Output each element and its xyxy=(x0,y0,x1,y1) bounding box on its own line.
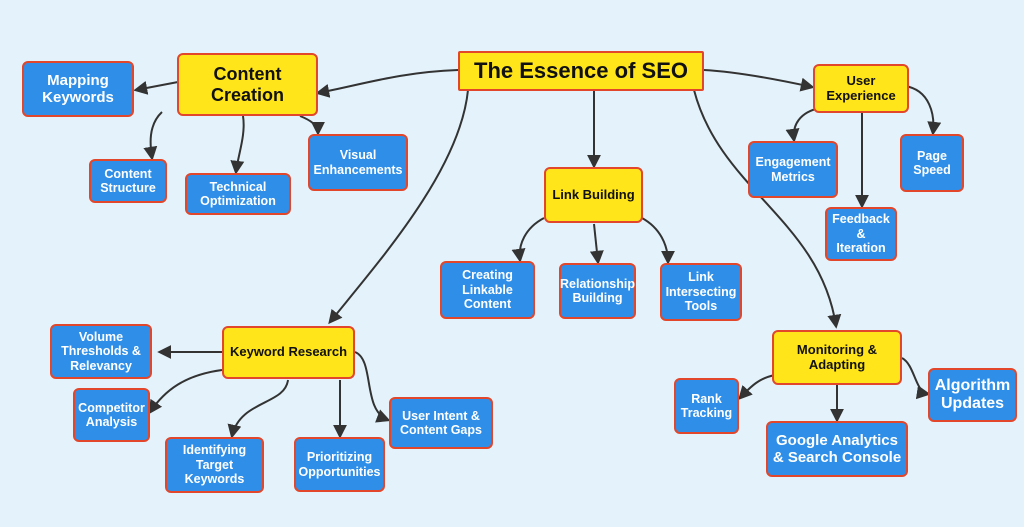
edge-link-tools xyxy=(641,217,675,265)
node-identifying-target-keywords: Identifying Target Keywords xyxy=(165,437,264,493)
node-prioritizing-opportunities: Prioritizing Opportunities xyxy=(294,437,385,492)
node-content-structure: Content Structure xyxy=(89,159,167,203)
node-keyword-research: Keyword Research xyxy=(222,326,355,379)
node-competitor-analysis: Competitor Analysis xyxy=(73,388,150,442)
node-creating-linkable-content: Creating Linkable Content xyxy=(440,261,535,319)
node-monitoring-adapting: Monitoring & Adapting xyxy=(772,330,902,385)
edge-link-creating xyxy=(511,217,545,263)
node-page-speed: Page Speed xyxy=(900,134,964,192)
central-topic: The Essence of SEO xyxy=(458,51,704,91)
node-relationship-building: Relationship Building xyxy=(559,263,636,319)
node-link-intersecting-tools: Link Intersecting Tools xyxy=(660,263,742,321)
node-visual-enhancements: Visual Enhancements xyxy=(308,134,408,191)
node-engagement-metrics: Engagement Metrics xyxy=(748,141,838,198)
node-mapping-keywords: Mapping Keywords xyxy=(22,61,134,117)
edge-mon-rank xyxy=(738,374,776,401)
edge-kr-competitor xyxy=(148,369,223,415)
node-user-experience: User Experience xyxy=(813,64,909,113)
node-google-analytics: Google Analytics & Search Console xyxy=(766,421,908,477)
edge-content-mapping xyxy=(133,81,179,95)
edge-kr-identifying xyxy=(227,379,289,439)
node-content-creation: Content Creation xyxy=(177,53,318,116)
edge-content-technical xyxy=(230,115,245,175)
edge-link-relationship xyxy=(589,223,604,265)
edge-center-keyword-research xyxy=(328,89,469,325)
node-feedback-iteration: Feedback & Iteration xyxy=(825,207,897,261)
edge-content-visual xyxy=(299,115,325,136)
edge-mon-algorithm xyxy=(901,357,931,400)
node-volume-thresholds: Volume Thresholds & Relevancy xyxy=(50,324,152,379)
edge-ux-engagement xyxy=(785,107,821,143)
edge-center-monitoring xyxy=(693,89,842,329)
node-user-intent-content-gaps: User Intent & Content Gaps xyxy=(389,397,493,449)
node-rank-tracking: Rank Tracking xyxy=(674,378,739,434)
node-algorithm-updates: Algorithm Updates xyxy=(928,368,1017,422)
node-technical-optimization: Technical Optimization xyxy=(185,173,291,215)
edge-center-user-experience xyxy=(703,69,815,92)
node-link-building: Link Building xyxy=(544,167,643,223)
edge-center-content-creation xyxy=(315,69,459,98)
edge-ux-page-speed xyxy=(904,85,942,136)
edge-content-structure xyxy=(143,111,163,161)
edge-kr-user-intent xyxy=(354,351,391,423)
